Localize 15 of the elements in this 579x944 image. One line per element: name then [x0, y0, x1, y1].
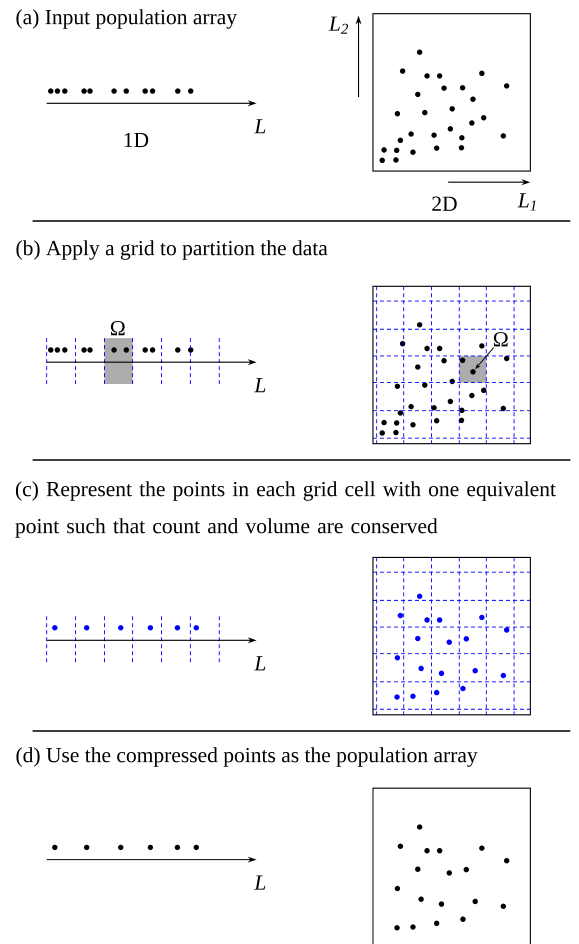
- axis-label: 1D: [124, 132, 148, 148]
- panel-heading: (c) Represent the points in each grid cell with one equivalent point such that count and volume are conserved: [15, 481, 556, 538]
- axis-label: L: [254, 119, 266, 134]
- axis-label: L$_{1}$: [518, 193, 536, 210]
- cell-label: Ω: [494, 332, 508, 346]
- panel-heading: (d) Use the compressed points as the population array: [16, 747, 478, 767]
- data-point: [470, 369, 476, 375]
- cell-label: Ω: [110, 321, 125, 336]
- panel-heading: (b) Apply a grid to partition the data: [16, 240, 328, 260]
- panel-heading: (a) Input population array: [16, 9, 237, 29]
- axis-label: L: [254, 656, 266, 670]
- axis-label: 2D: [432, 196, 457, 211]
- axis-label: L: [254, 876, 266, 890]
- axis-label: L: [254, 378, 266, 392]
- axis-label: L$_{2}$: [328, 16, 348, 34]
